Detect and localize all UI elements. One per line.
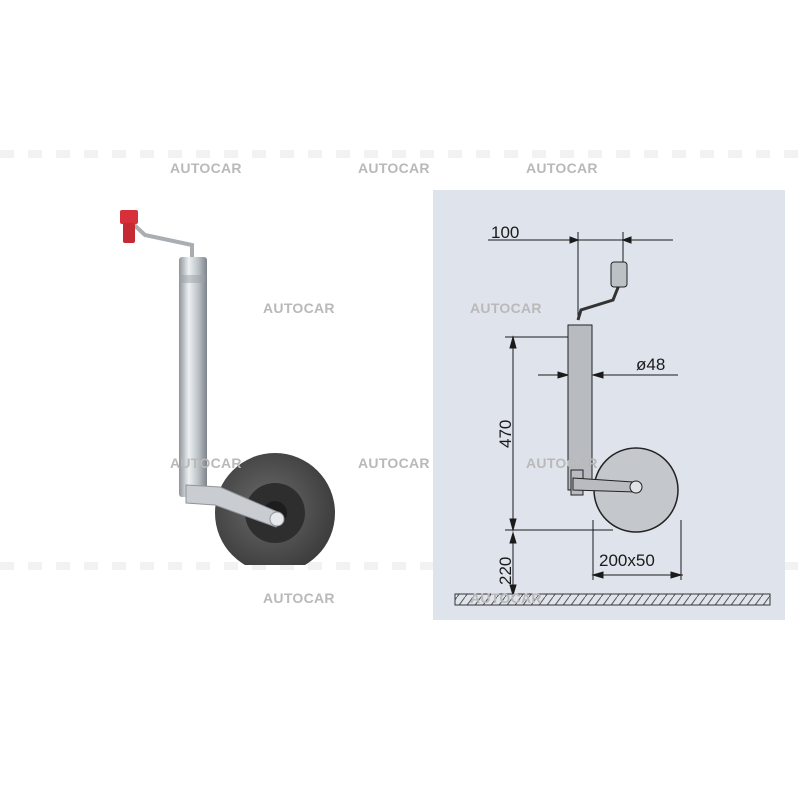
- handle-knob: [120, 210, 138, 243]
- watermark-text: AUTOCAR: [470, 300, 542, 316]
- jockey-wheel-photo: [120, 210, 335, 565]
- dim-label-ground-clearance: 220: [496, 557, 515, 585]
- watermark-stripe: [0, 562, 800, 570]
- technical-drawing-panel: 100 ø48 470 220 200x50: [433, 190, 785, 620]
- outer-tube: [179, 257, 207, 497]
- watermark-text: AUTOCAR: [526, 160, 598, 176]
- dim-label-wheel-size: 200x50: [599, 551, 655, 570]
- dim-label-tube-height: 470: [496, 420, 515, 448]
- watermark-text: AUTOCAR: [170, 455, 242, 471]
- dim-label-tube-diameter: ø48: [636, 355, 665, 374]
- watermark-text: AUTOCAR: [170, 160, 242, 176]
- watermark-stripe: [0, 150, 800, 158]
- dim-label-offset: 100: [491, 223, 519, 242]
- watermark-text: AUTOCAR: [263, 590, 335, 606]
- watermark-text: AUTOCAR: [358, 160, 430, 176]
- watermark-text: AUTOCAR: [358, 455, 430, 471]
- technical-drawing: 100 ø48 470 220 200x50: [454, 223, 771, 606]
- watermark-text: AUTOCAR: [470, 590, 542, 606]
- watermark-text: AUTOCAR: [263, 300, 335, 316]
- ground-line: [454, 593, 771, 606]
- watermark-text: AUTOCAR: [526, 455, 598, 471]
- drawing-tube: [567, 324, 593, 491]
